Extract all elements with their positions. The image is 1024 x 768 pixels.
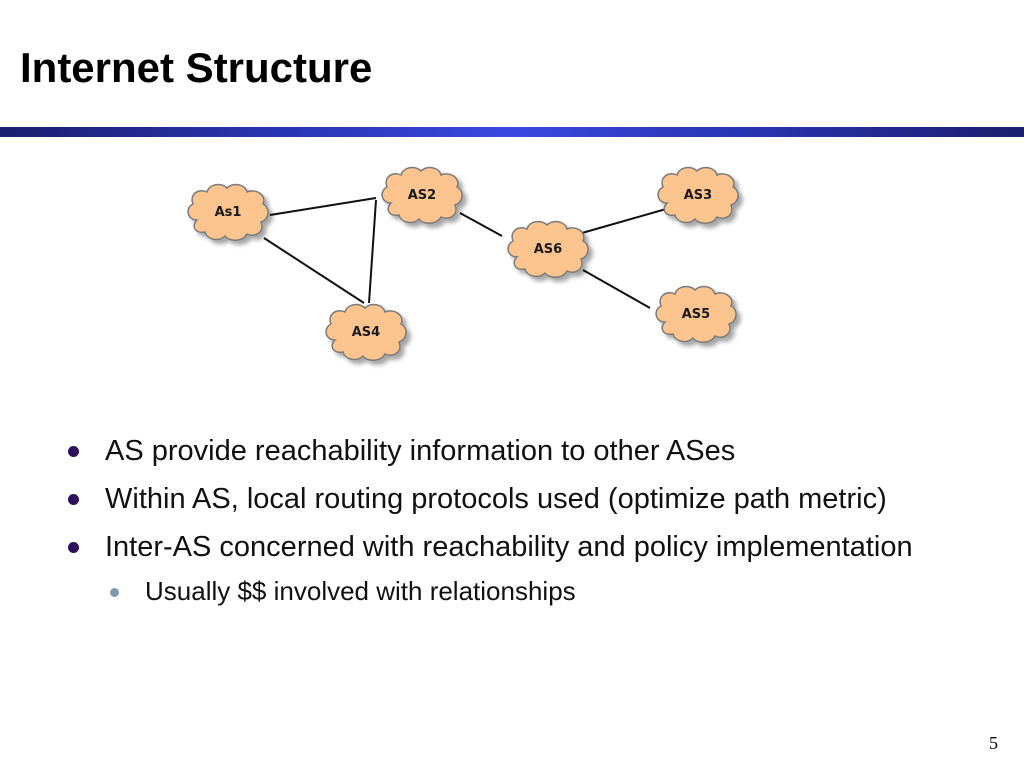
edge-as1-as4 [263,237,365,304]
sub-bullet-text: Usually $$ involved with relationships [145,576,576,606]
edge-as1-as2 [269,197,377,216]
bullet-item: Inter-AS concerned with reachability and… [66,528,1006,566]
node-as6: AS6 [507,220,589,279]
node-as2: AS2 [381,166,463,225]
edge-as2-as6 [459,212,503,237]
sub-bullet-item: Usually $$ involved with relationships [66,574,1006,608]
node-as3: AS3 [657,166,739,225]
edge-as6-as3 [574,208,667,236]
bullet-dot-icon [68,494,79,505]
page-number: 5 [989,733,998,753]
node-label: AS5 [682,307,710,322]
node-label: As1 [215,205,242,220]
node-label: AS4 [352,325,380,340]
diagram-edges [263,197,667,309]
edge-as6-as5 [582,269,651,309]
bullet-text: AS provide reachability information to o… [105,435,736,467]
bullet-list: AS provide reachability information to o… [66,432,1006,618]
node-as1: As1 [187,183,269,242]
bullet-text: Inter-AS concerned with reachability and… [105,531,913,563]
bullet-dot-icon [68,542,79,553]
bullet-item: AS provide reachability information to o… [66,432,1006,470]
sub-bullet-dot-icon [110,588,119,597]
slide-title: Internet Structure [20,44,373,91]
node-as5: AS5 [655,285,737,344]
edge-as2-as4 [368,199,377,304]
node-label: AS6 [534,242,562,257]
node-label: AS2 [408,188,436,203]
title-divider-bar [0,127,1024,137]
bullet-text: Within AS, local routing protocols used … [105,483,887,515]
bullet-item: Within AS, local routing protocols used … [66,480,1006,518]
bullet-dot-icon [68,446,79,457]
node-as4: AS4 [325,303,407,362]
node-label: AS3 [684,188,712,203]
